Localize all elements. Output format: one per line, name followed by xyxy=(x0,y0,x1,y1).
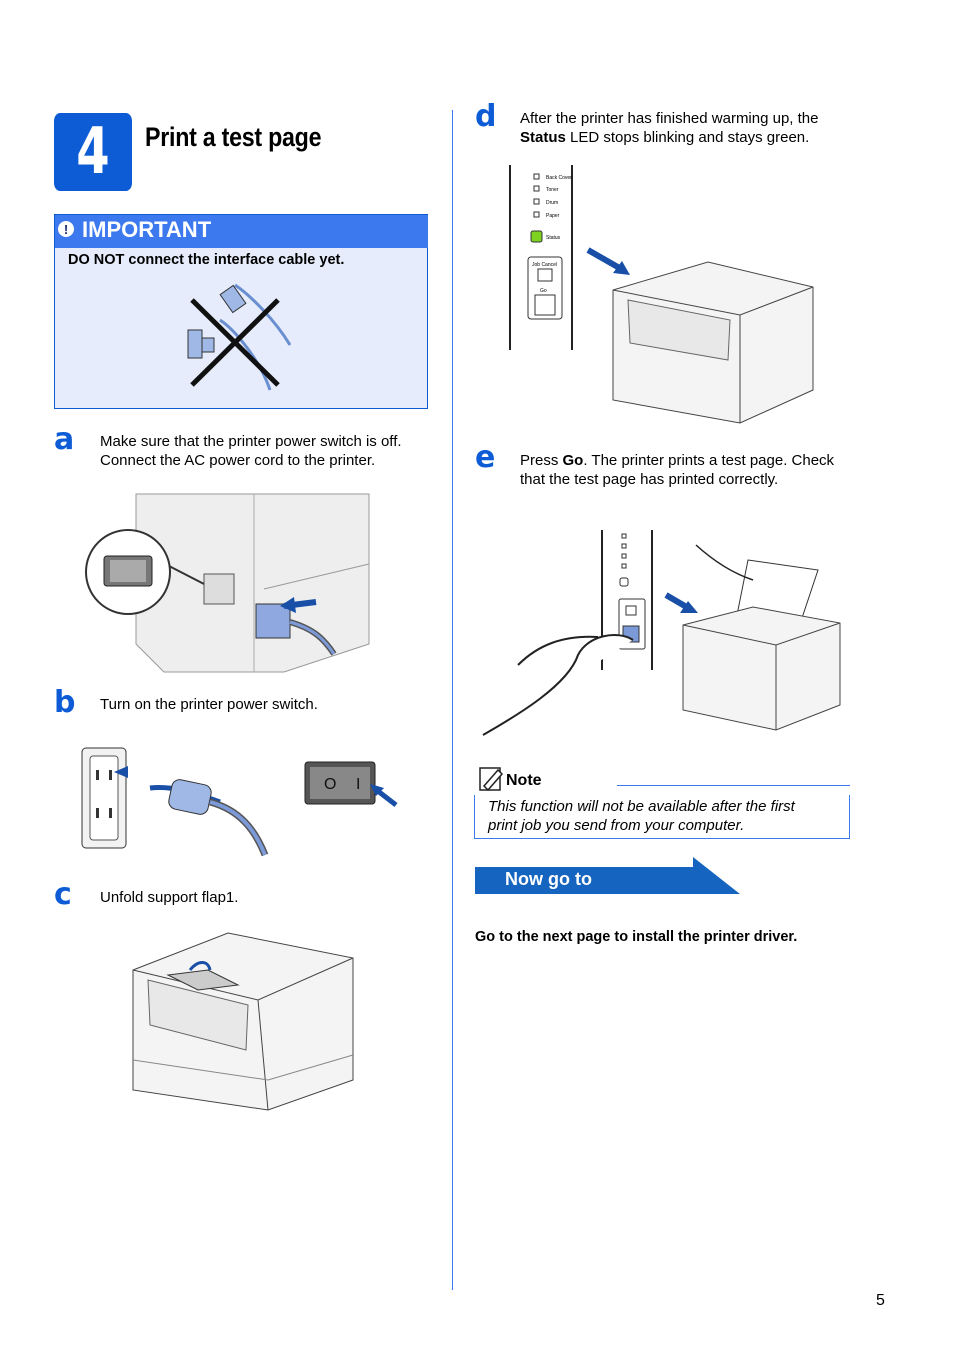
step-e-text: Press Go. The printer prints a test page… xyxy=(520,451,834,489)
now-go-to-banner xyxy=(475,857,740,894)
step-number-badge: 4 xyxy=(54,113,132,191)
step-e-line-2: that the test page has printed correctly… xyxy=(520,471,779,488)
no-interface-cable-illustration xyxy=(187,283,292,391)
step-b-text: Turn on the printer power switch. xyxy=(100,696,318,713)
important-header xyxy=(55,215,428,248)
note-line-1: This function will not be available afte… xyxy=(488,798,795,815)
back-cover-label: Back Cover xyxy=(546,175,572,181)
go-bold: Go xyxy=(562,452,584,469)
step-d-line-2: Status LED stops blinking and stays gree… xyxy=(520,128,819,147)
step-c-text: Unfold support flap1. xyxy=(100,889,239,906)
step-a-line-1: Make sure that the printer power switch … xyxy=(100,433,402,450)
press-go-printing-illustration xyxy=(482,530,841,736)
next-page-instruction: Go to the next page to install the print… xyxy=(475,929,798,945)
step-number: 4 xyxy=(76,115,110,189)
step-e-post: . The printer prints a test page. Check xyxy=(583,452,835,469)
go-label: Go xyxy=(540,288,547,294)
step-letter-c: c xyxy=(54,877,72,912)
control-panel-status-illustration: Back Cover Toner Drum Paper Status Job C… xyxy=(509,165,814,424)
step-letter-a: a xyxy=(54,422,75,457)
step-e-line-1: Press Go. The printer prints a test page… xyxy=(520,451,834,470)
switch-on-label: I xyxy=(356,776,360,793)
step-d-line-1: After the printer has finished warming u… xyxy=(520,110,819,127)
power-cord-illustration xyxy=(85,493,370,673)
note-pencil-icon xyxy=(479,767,504,792)
switch-off-label: O xyxy=(324,776,336,793)
outlet-plug-illustration xyxy=(81,747,269,857)
important-text: DO NOT connect the interface cable yet. xyxy=(68,252,345,268)
job-cancel-label: Job Cancel xyxy=(532,262,557,268)
drum-label: Drum xyxy=(546,200,558,206)
step-e-pre: Press xyxy=(520,452,563,469)
note-label: Note xyxy=(506,772,542,789)
step-letter-e: e xyxy=(475,440,496,475)
column-divider xyxy=(452,110,453,1290)
now-go-to-label: Now go to xyxy=(505,869,592,889)
power-switch-on-illustration: O I xyxy=(304,761,398,807)
toner-label: Toner xyxy=(546,187,559,193)
step-d-line-2-rest: LED stops blinking and stays green. xyxy=(565,129,810,146)
note-top-line xyxy=(617,785,850,786)
note-text: This function will not be available afte… xyxy=(488,797,795,835)
page-number: 5 xyxy=(876,1292,885,1309)
status-bold: Status xyxy=(520,129,566,146)
step-d-text: After the printer has finished warming u… xyxy=(520,109,819,147)
step-a-line-2: Connect the AC power cord to the printer… xyxy=(100,452,376,469)
status-label: Status xyxy=(546,235,561,241)
note-box xyxy=(474,795,850,839)
printer-support-flap-illustration xyxy=(132,932,354,1111)
step-letter-b: b xyxy=(54,685,76,720)
important-label: IMPORTANT xyxy=(82,217,212,242)
section-title: Print a test page xyxy=(145,122,322,152)
exclamation-icon: ! xyxy=(58,221,74,237)
step-letter-d: d xyxy=(475,99,497,134)
step-a-text: Make sure that the printer power switch … xyxy=(100,432,402,470)
note-line-2: print job you send from your computer. xyxy=(488,817,745,834)
paper-label: Paper xyxy=(546,213,560,219)
